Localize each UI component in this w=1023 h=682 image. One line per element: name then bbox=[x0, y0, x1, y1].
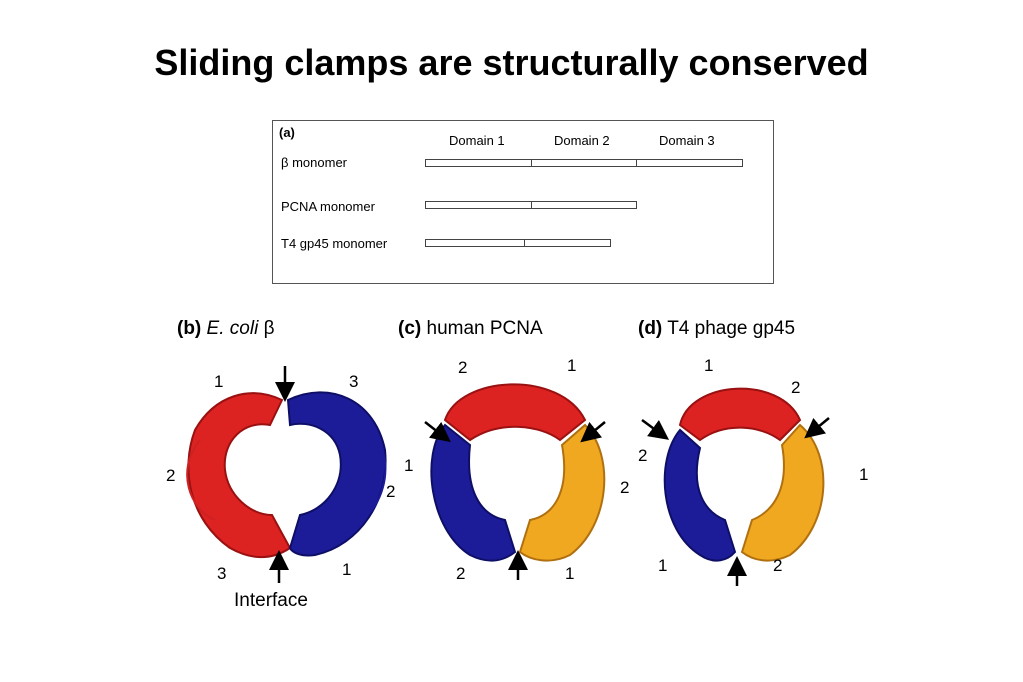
d-label-2-bottom: 2 bbox=[773, 556, 783, 575]
domain-2-header: Domain 2 bbox=[554, 133, 610, 148]
interface-label: Interface bbox=[234, 590, 308, 611]
panel-b-title: (b) E. coli β bbox=[177, 318, 275, 339]
d-label-2-left: 2 bbox=[638, 446, 648, 465]
d-label-1-right: 1 bbox=[859, 465, 869, 484]
c-label-1-top: 1 bbox=[567, 356, 577, 375]
pcna-monomer-label: PCNA monomer bbox=[281, 199, 375, 214]
d-label-2-top: 2 bbox=[791, 378, 801, 397]
t4-gp45-ring bbox=[641, 387, 830, 586]
c-label-2-right: 2 bbox=[620, 478, 630, 497]
b-label-1-top: 1 bbox=[214, 372, 224, 391]
c-label-1-left: 1 bbox=[404, 456, 414, 475]
gp45-monomer-label: T4 gp45 monomer bbox=[281, 236, 388, 251]
pcna-monomer-bar bbox=[425, 201, 637, 209]
beta-monomer-bar bbox=[425, 159, 743, 167]
b-label-1-bottom: 1 bbox=[342, 560, 352, 579]
b-label-3-top: 3 bbox=[349, 372, 359, 391]
c-label-1-bottom: 1 bbox=[565, 564, 575, 583]
d-label-1-top: 1 bbox=[704, 356, 714, 375]
c-label-2-top: 2 bbox=[458, 358, 468, 377]
d-label-1-bottom: 1 bbox=[658, 556, 668, 575]
domain-1-header: Domain 1 bbox=[449, 133, 505, 148]
domain-diagram-panel: (a) Domain 1 Domain 2 Domain 3 β monomer… bbox=[272, 120, 774, 284]
page-title: Sliding clamps are structurally conserve… bbox=[154, 42, 869, 83]
c-label-2-bottom: 2 bbox=[456, 564, 466, 583]
panel-a-label: (a) bbox=[279, 125, 295, 140]
human-pcna-ring bbox=[424, 383, 606, 580]
panel-d-title: (d) T4 phage gp45 bbox=[638, 318, 796, 339]
domain-3-header: Domain 3 bbox=[659, 133, 715, 148]
beta-monomer-label: β monomer bbox=[281, 155, 347, 170]
panel-c-title: (c) human PCNA bbox=[398, 318, 543, 339]
ecoli-beta-ring bbox=[186, 366, 387, 583]
gp45-monomer-bar bbox=[425, 239, 611, 247]
b-label-2-right: 2 bbox=[386, 482, 396, 501]
b-label-3-bottom: 3 bbox=[217, 564, 227, 583]
b-label-2-left: 2 bbox=[166, 466, 176, 485]
